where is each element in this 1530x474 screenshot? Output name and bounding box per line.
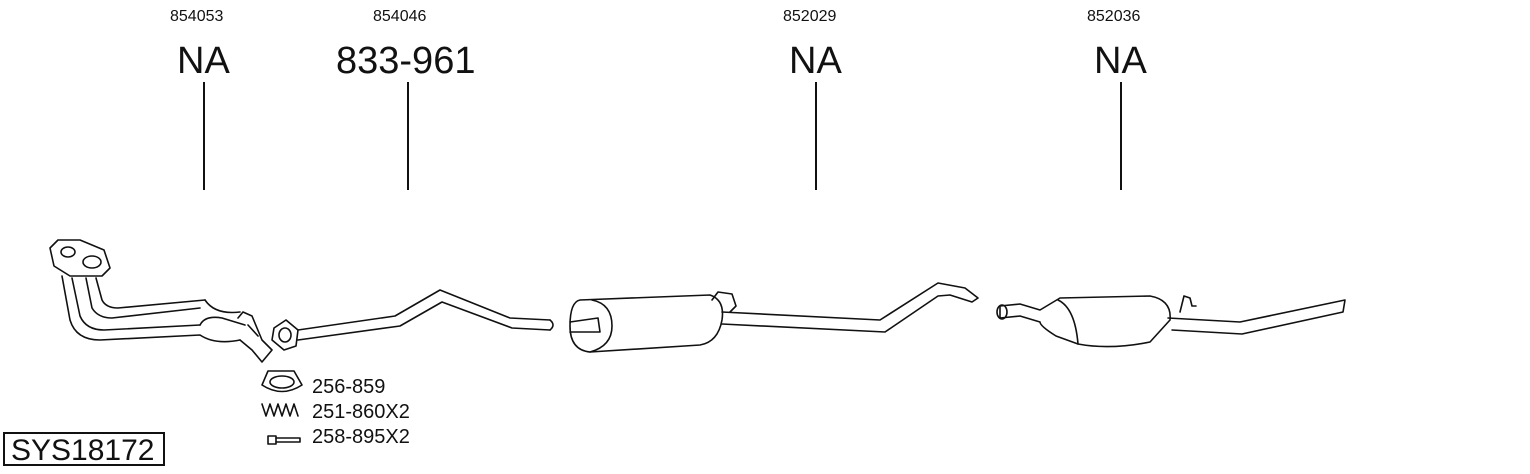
leader-line-1 (203, 82, 205, 190)
bolt-icon (267, 435, 301, 445)
part-code-4: NA (1094, 40, 1147, 82)
middle-silencer-drawing (569, 282, 979, 353)
part-code-3: NA (789, 40, 842, 82)
part-number-1: 854053 (170, 8, 224, 25)
front-pipe-drawing (49, 239, 273, 363)
part-number-4: 852036 (1087, 8, 1141, 25)
part-number-3: 852029 (783, 8, 837, 25)
spring-icon (261, 403, 299, 417)
part-code-2: 833-961 (336, 40, 476, 82)
part-code-1: NA (177, 40, 230, 82)
leader-line-2 (407, 82, 409, 190)
accessory-label-spring: 251-860X2 (312, 401, 410, 423)
intermediate-pipe-drawing (271, 289, 554, 351)
leader-line-4 (1120, 82, 1122, 190)
part-number-2: 854046 (373, 8, 427, 25)
system-id-box: SYS18172 (3, 432, 165, 467)
gasket-ring-icon (261, 370, 303, 393)
leader-line-3 (815, 82, 817, 190)
accessory-label-gasket: 256-859 (312, 376, 386, 398)
accessory-label-bolt: 258-895X2 (312, 426, 410, 448)
rear-silencer-drawing (996, 295, 1346, 348)
